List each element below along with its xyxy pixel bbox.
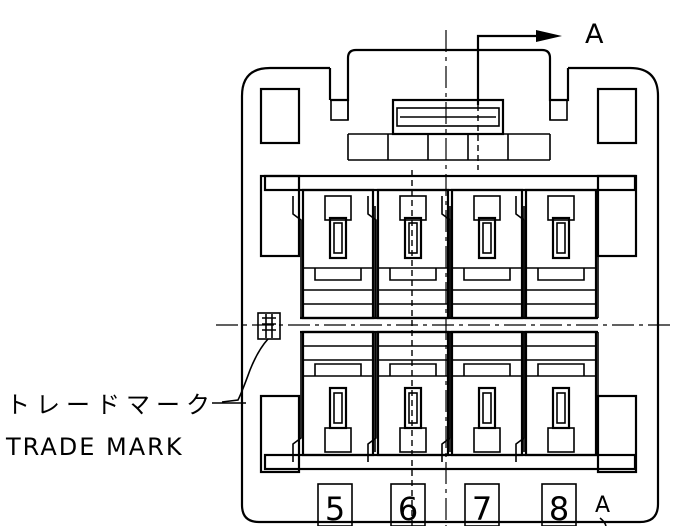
callout-english: TRADE MARK [5,433,184,461]
pin-number: 5 [325,490,345,526]
upper-cavity [292,188,376,320]
pin-number-box: 7 [464,483,500,526]
lower-cavity [292,330,376,462]
callout-japanese: トレードマーク [6,391,216,419]
section-indicator-bottom: A [595,493,610,526]
section-arrow [536,30,562,42]
right-window [596,87,638,145]
pin-number: 6 [398,490,418,526]
trade-mark-symbol [257,312,281,340]
upper-cavity [441,188,525,320]
section-indicator-top: A [476,19,604,105]
pin-number-box: 6 [390,483,426,526]
lower-cavity [367,330,451,462]
left-window [259,87,301,145]
connector-housing [240,48,660,524]
center-lines [216,30,674,526]
pin-number-box: 5 [317,483,353,526]
upper-cavity [367,188,451,320]
section-label-bottom: A [595,493,610,518]
lower-cavity [441,330,525,462]
section-label: A [585,19,604,50]
pin-number-box: 8 [541,483,577,526]
cavities-lower [292,330,599,462]
pin-number: 8 [549,490,569,526]
lower-cavity [515,330,599,462]
trade-mark-callout: トレードマーク TRADE MARK [5,338,269,461]
cavities-upper [292,188,599,320]
upper-cavity [515,188,599,320]
pin-number-row: 5 6 7 8 [317,483,577,526]
pin-number: 7 [472,490,492,526]
